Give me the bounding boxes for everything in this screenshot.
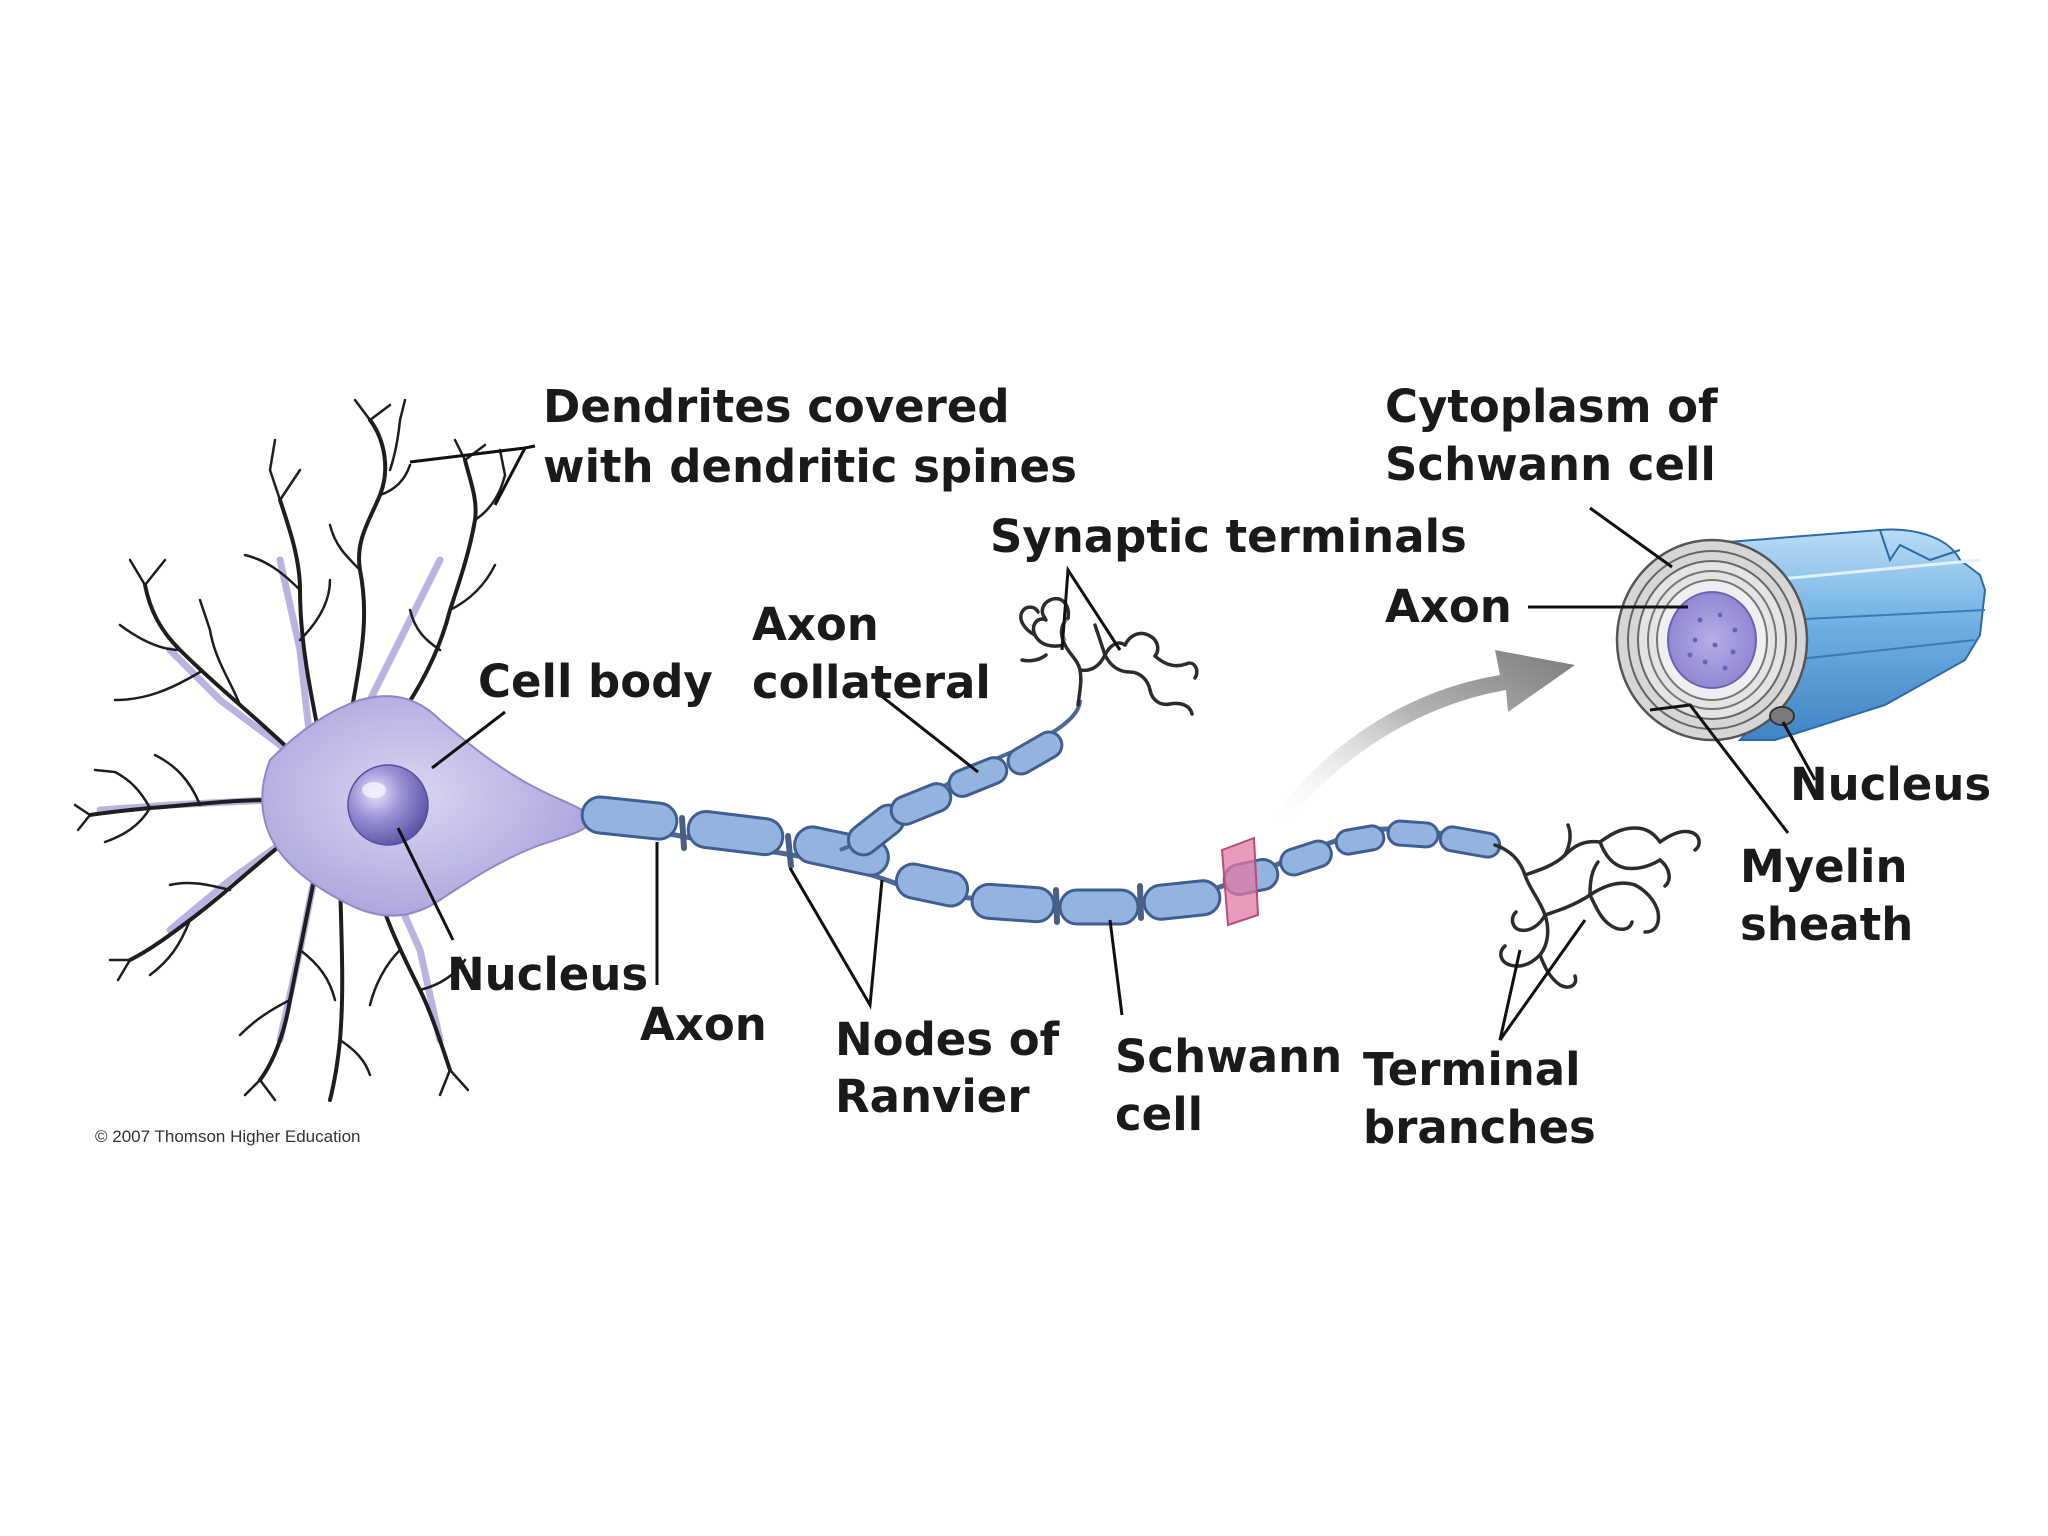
label-dendrites-line2: with dendritic spines — [543, 440, 1077, 493]
cross-section-cut-plane — [1220, 836, 1260, 927]
synaptic-terminals — [1019, 597, 1199, 716]
label-axon-section: Axon — [1385, 580, 1512, 633]
label-schwann-line1: Schwann — [1115, 1030, 1342, 1083]
myelinated-axon-cross-section — [1615, 528, 1987, 742]
myelin-segment — [1279, 839, 1333, 877]
myelin-segment — [1058, 888, 1140, 926]
myelin-segment — [580, 795, 679, 841]
zoom-arrow — [1270, 650, 1575, 828]
label-cell-body: Cell body — [478, 655, 713, 708]
label-nucleus-soma: Nucleus — [447, 948, 648, 1001]
label-terminal-line1: Terminal — [1363, 1043, 1581, 1096]
myelin-segment — [1142, 879, 1222, 921]
nucleus-soma — [347, 764, 429, 846]
labels: Dendrites covered with dendritic spines … — [95, 380, 1991, 1154]
myelin-segment — [894, 862, 970, 908]
label-myelin-line1: Myelin — [1740, 840, 1908, 893]
label-axon: Axon — [640, 998, 767, 1051]
schwann-nucleus — [1769, 706, 1795, 726]
label-axon-collateral-line2: collateral — [752, 656, 991, 709]
myelin-segment — [1438, 825, 1502, 859]
myelin-segment — [1006, 730, 1064, 776]
label-cytoplasm-line1: Cytoplasm of — [1385, 380, 1718, 433]
label-terminal-line2: branches — [1363, 1101, 1596, 1154]
myelin-segment — [686, 809, 785, 857]
label-nodes-line1: Nodes of — [835, 1013, 1060, 1066]
label-myelin-line2: sheath — [1740, 898, 1913, 951]
myelin-segment — [889, 782, 953, 826]
terminal-branches — [1493, 823, 1701, 989]
axon-collateral-branch — [839, 699, 1082, 857]
leader-lines — [396, 444, 1817, 1041]
copyright-notice: © 2007 Thomson Higher Education — [95, 1127, 360, 1146]
myelin-segment — [1334, 824, 1386, 856]
myelin-segments — [580, 795, 1502, 926]
label-synaptic-terminals: Synaptic terminals — [990, 510, 1467, 563]
label-dendrites-line1: Dendrites covered — [543, 380, 1010, 433]
label-axon-collateral-line1: Axon — [752, 598, 879, 651]
label-schwann-line2: cell — [1115, 1088, 1203, 1141]
axon-core — [1667, 591, 1757, 689]
label-cytoplasm-line2: Schwann cell — [1385, 438, 1716, 491]
myelin-segment — [970, 882, 1056, 924]
myelin-segment — [947, 756, 1009, 798]
label-nucleus-section: Nucleus — [1790, 758, 1991, 811]
label-nodes-line2: Ranvier — [835, 1070, 1030, 1123]
myelin-segment — [1386, 819, 1440, 849]
